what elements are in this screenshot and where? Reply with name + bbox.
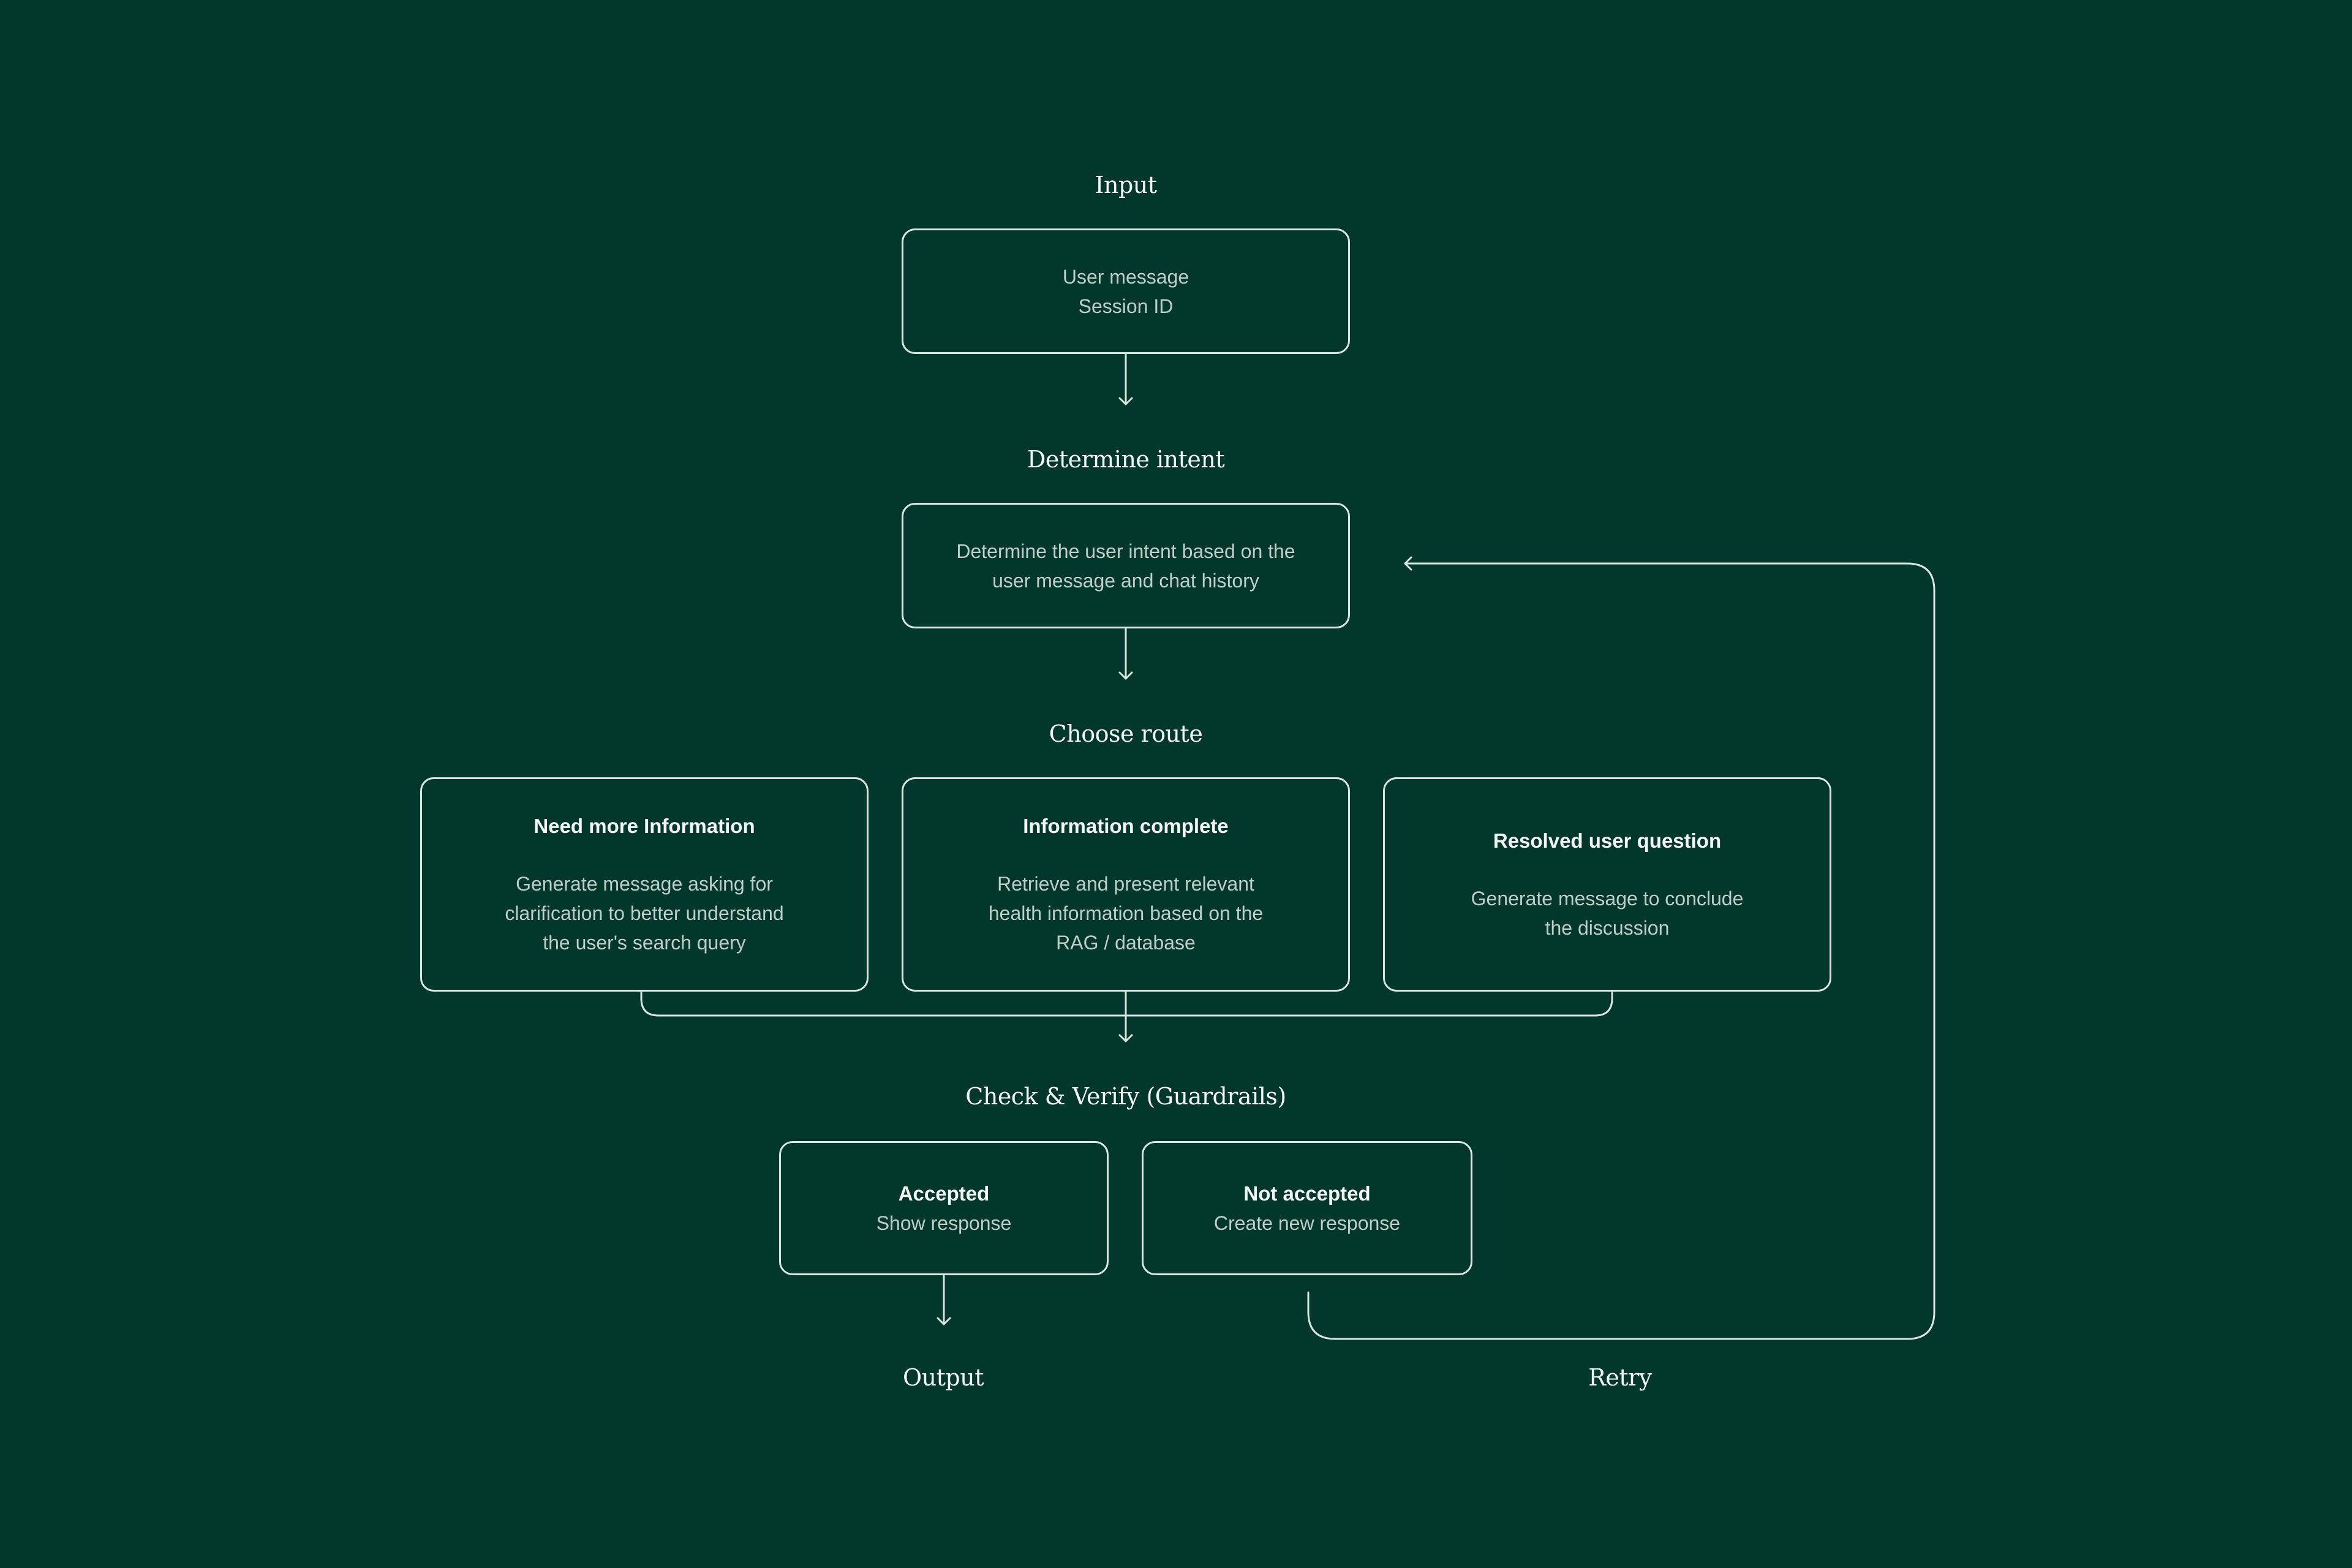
stage-label-determine-intent: Determine intent (1027, 446, 1225, 473)
route-text: Retrieve and present relevant health inf… (988, 873, 1264, 954)
route-text: Generate message asking for clarificatio… (505, 873, 784, 954)
route-title: Need more Information (533, 815, 755, 837)
arrow-down-icon (1118, 353, 1133, 405)
arrow-left-icon (1404, 556, 1412, 571)
check-box-not-accepted: Not accepted Create new response (1142, 1141, 1472, 1275)
stage-label-output: Output (903, 1364, 984, 1391)
arrow-down-icon (1118, 627, 1133, 680)
intent-box-text: Determine the user intent based on the u… (956, 540, 1295, 592)
route-box-need-more-information: Need more Information Generate message a… (420, 777, 869, 992)
retry-loop-connector (1307, 562, 1936, 1340)
input-box-text: User message Session ID (1062, 265, 1189, 317)
arrow-down-icon (1118, 990, 1133, 1042)
check-title: Not accepted (1243, 1182, 1371, 1205)
route-text: Generate message to conclude the discuss… (1471, 888, 1744, 939)
route-box-resolved-user-question: Resolved user question Generate message … (1383, 777, 1831, 992)
check-text: Create new response (1213, 1212, 1401, 1234)
route-title: Information complete (1023, 815, 1229, 837)
stage-label-choose-route: Choose route (1049, 720, 1203, 747)
stage-label-retry: Retry (1588, 1364, 1652, 1391)
input-box: User message Session ID (902, 228, 1350, 354)
check-title: Accepted (898, 1182, 990, 1205)
intent-box: Determine the user intent based on the u… (902, 503, 1350, 628)
check-text: Show response (876, 1212, 1012, 1234)
stage-label-input: Input (1095, 172, 1157, 198)
arrow-down-icon (937, 1274, 951, 1325)
check-box-accepted: Accepted Show response (779, 1141, 1109, 1275)
route-title: Resolved user question (1493, 829, 1722, 852)
route-box-information-complete: Information complete Retrieve and presen… (902, 777, 1350, 992)
stage-label-check-verify: Check & Verify (Guardrails) (965, 1083, 1286, 1110)
